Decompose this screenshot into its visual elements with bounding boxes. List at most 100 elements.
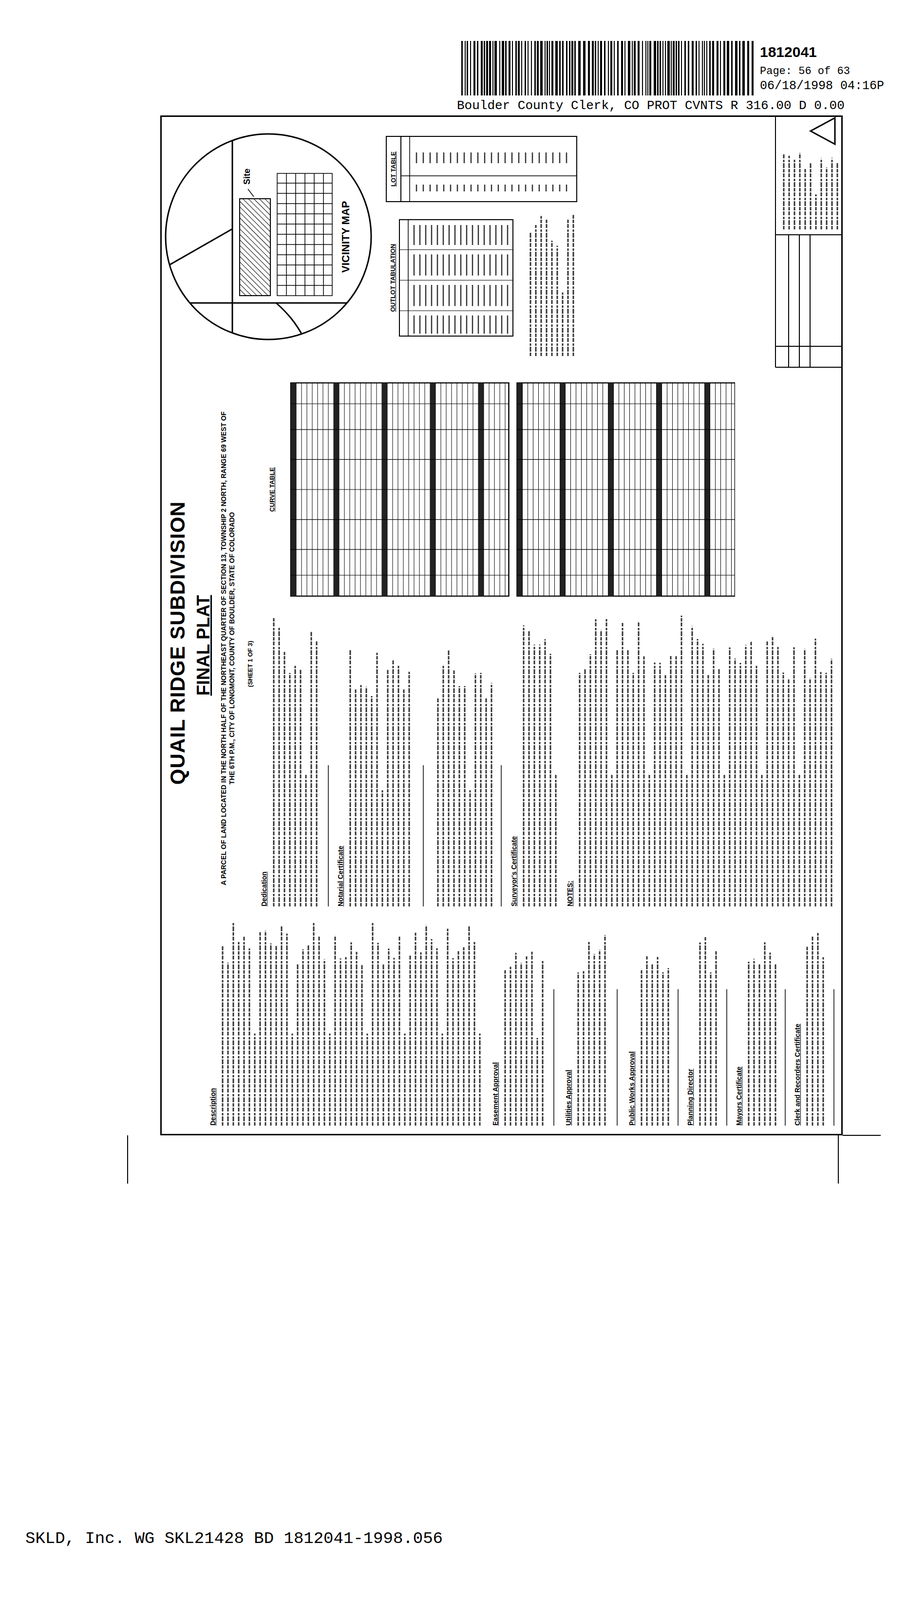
illegible-text-line	[356, 951, 358, 1126]
barcode-bar	[540, 40, 543, 96]
barcode-bar	[664, 40, 666, 96]
barcode-bar	[521, 40, 523, 96]
site-parcel	[239, 198, 271, 296]
certificate-column	[273, 615, 832, 907]
table-entry	[436, 315, 439, 334]
illegible-text-line	[408, 671, 411, 907]
table-entry	[454, 254, 456, 276]
barcode-bar	[551, 40, 554, 96]
signature-line	[726, 989, 728, 1126]
illegible-text-line	[657, 957, 659, 1126]
illegible-text-line	[473, 940, 476, 1126]
illegible-text-line	[275, 945, 278, 1126]
barcode-bar	[499, 40, 501, 96]
table-entry	[501, 284, 503, 306]
illegible-text-line	[485, 698, 488, 907]
barcode-bar	[555, 40, 558, 96]
table-entry	[422, 152, 425, 164]
table-entry	[466, 254, 468, 276]
document-footer: SKLD, Inc. WG SKL21428 BD 1812041-1998.0…	[25, 1529, 443, 1549]
illegible-text-line	[441, 1033, 444, 1126]
table-entry	[484, 152, 486, 164]
barcode-bar	[672, 40, 675, 96]
illegible-text-line	[540, 215, 543, 357]
road-line	[231, 132, 234, 341]
plat-heading: FINAL PLAT	[193, 523, 214, 768]
table-rule	[400, 136, 402, 202]
illegible-text-line	[638, 621, 640, 907]
barcode-bar	[473, 40, 476, 96]
map-circle	[165, 133, 372, 340]
section-heading: Easement Approval	[491, 1062, 500, 1126]
barcode-bar	[703, 40, 705, 96]
illegible-text-line	[350, 942, 353, 1126]
block-line	[304, 173, 306, 296]
barcode-bar	[536, 40, 539, 96]
table-column	[517, 519, 736, 520]
map-title: VICINITY MAP	[339, 200, 353, 273]
illegible-text-line	[283, 652, 286, 907]
barcode-bar	[501, 40, 505, 96]
illegible-text-line	[536, 1038, 539, 1126]
illegible-text-line	[447, 928, 449, 1126]
barcode-bar	[633, 40, 636, 96]
barcode-bar	[735, 40, 738, 96]
table-entry	[511, 184, 513, 192]
illegible-text-line	[664, 675, 667, 907]
illegible-text-line	[291, 1033, 294, 1126]
illegible-text-line	[777, 646, 779, 907]
barcode-bar	[678, 40, 680, 96]
table-entry	[538, 184, 541, 192]
block-line	[313, 173, 315, 296]
signature-line	[784, 989, 786, 1126]
block-line	[285, 173, 287, 296]
illegible-text-line	[397, 664, 400, 907]
illegible-text-line	[345, 957, 347, 1126]
table-entry	[552, 152, 554, 164]
illegible-text-line	[533, 644, 536, 907]
illegible-text-line	[604, 935, 606, 1126]
signature-line	[500, 765, 502, 907]
illegible-text-line	[313, 921, 315, 1126]
table-entry	[425, 225, 427, 246]
illegible-text-line	[680, 615, 683, 907]
table-entry	[497, 152, 500, 164]
illegible-text-line	[616, 649, 619, 907]
table-entry	[419, 254, 421, 276]
legal-description: A PARCEL OF LAND LOCATED IN THE NORTH HA…	[219, 404, 237, 892]
barcode-bar	[604, 40, 606, 96]
illegible-text-line	[528, 630, 530, 907]
illegible-text-line	[232, 922, 235, 1126]
barcode-bar	[653, 40, 657, 96]
table-entry	[413, 284, 416, 306]
illegible-text-line	[667, 968, 670, 1126]
illegible-text-line	[804, 168, 807, 230]
table-entry	[448, 254, 451, 276]
illegible-text-line	[659, 662, 662, 907]
barcode-bar	[544, 40, 546, 96]
table-entry	[483, 315, 486, 334]
illegible-text-line	[739, 662, 742, 907]
barcode-bar	[738, 40, 741, 96]
illegible-text-line	[398, 936, 401, 1126]
signature-line	[327, 765, 329, 907]
barcode-bar	[527, 40, 529, 96]
clerk-stamp: Boulder County Clerk, CO PROT CVNTS R 31…	[456, 98, 845, 114]
barcode-bar	[680, 40, 682, 96]
barcode-bar	[624, 40, 626, 96]
table-entry	[511, 152, 513, 164]
table-entry	[436, 254, 439, 276]
illegible-text-line	[748, 961, 750, 1126]
table-entry	[507, 254, 509, 276]
barcode-bar	[548, 40, 550, 96]
barcode-bar	[706, 40, 708, 96]
section-heading: Clerk and Recorders Certificate	[793, 1023, 802, 1126]
illegible-text-line	[238, 941, 240, 1126]
road-line	[164, 302, 373, 304]
illegible-text-line	[611, 774, 613, 907]
illegible-text-line	[273, 617, 275, 907]
table-entry	[491, 152, 493, 164]
illegible-text-line	[377, 943, 379, 1126]
illegible-text-line	[371, 696, 373, 907]
illegible-text-line	[305, 774, 307, 907]
